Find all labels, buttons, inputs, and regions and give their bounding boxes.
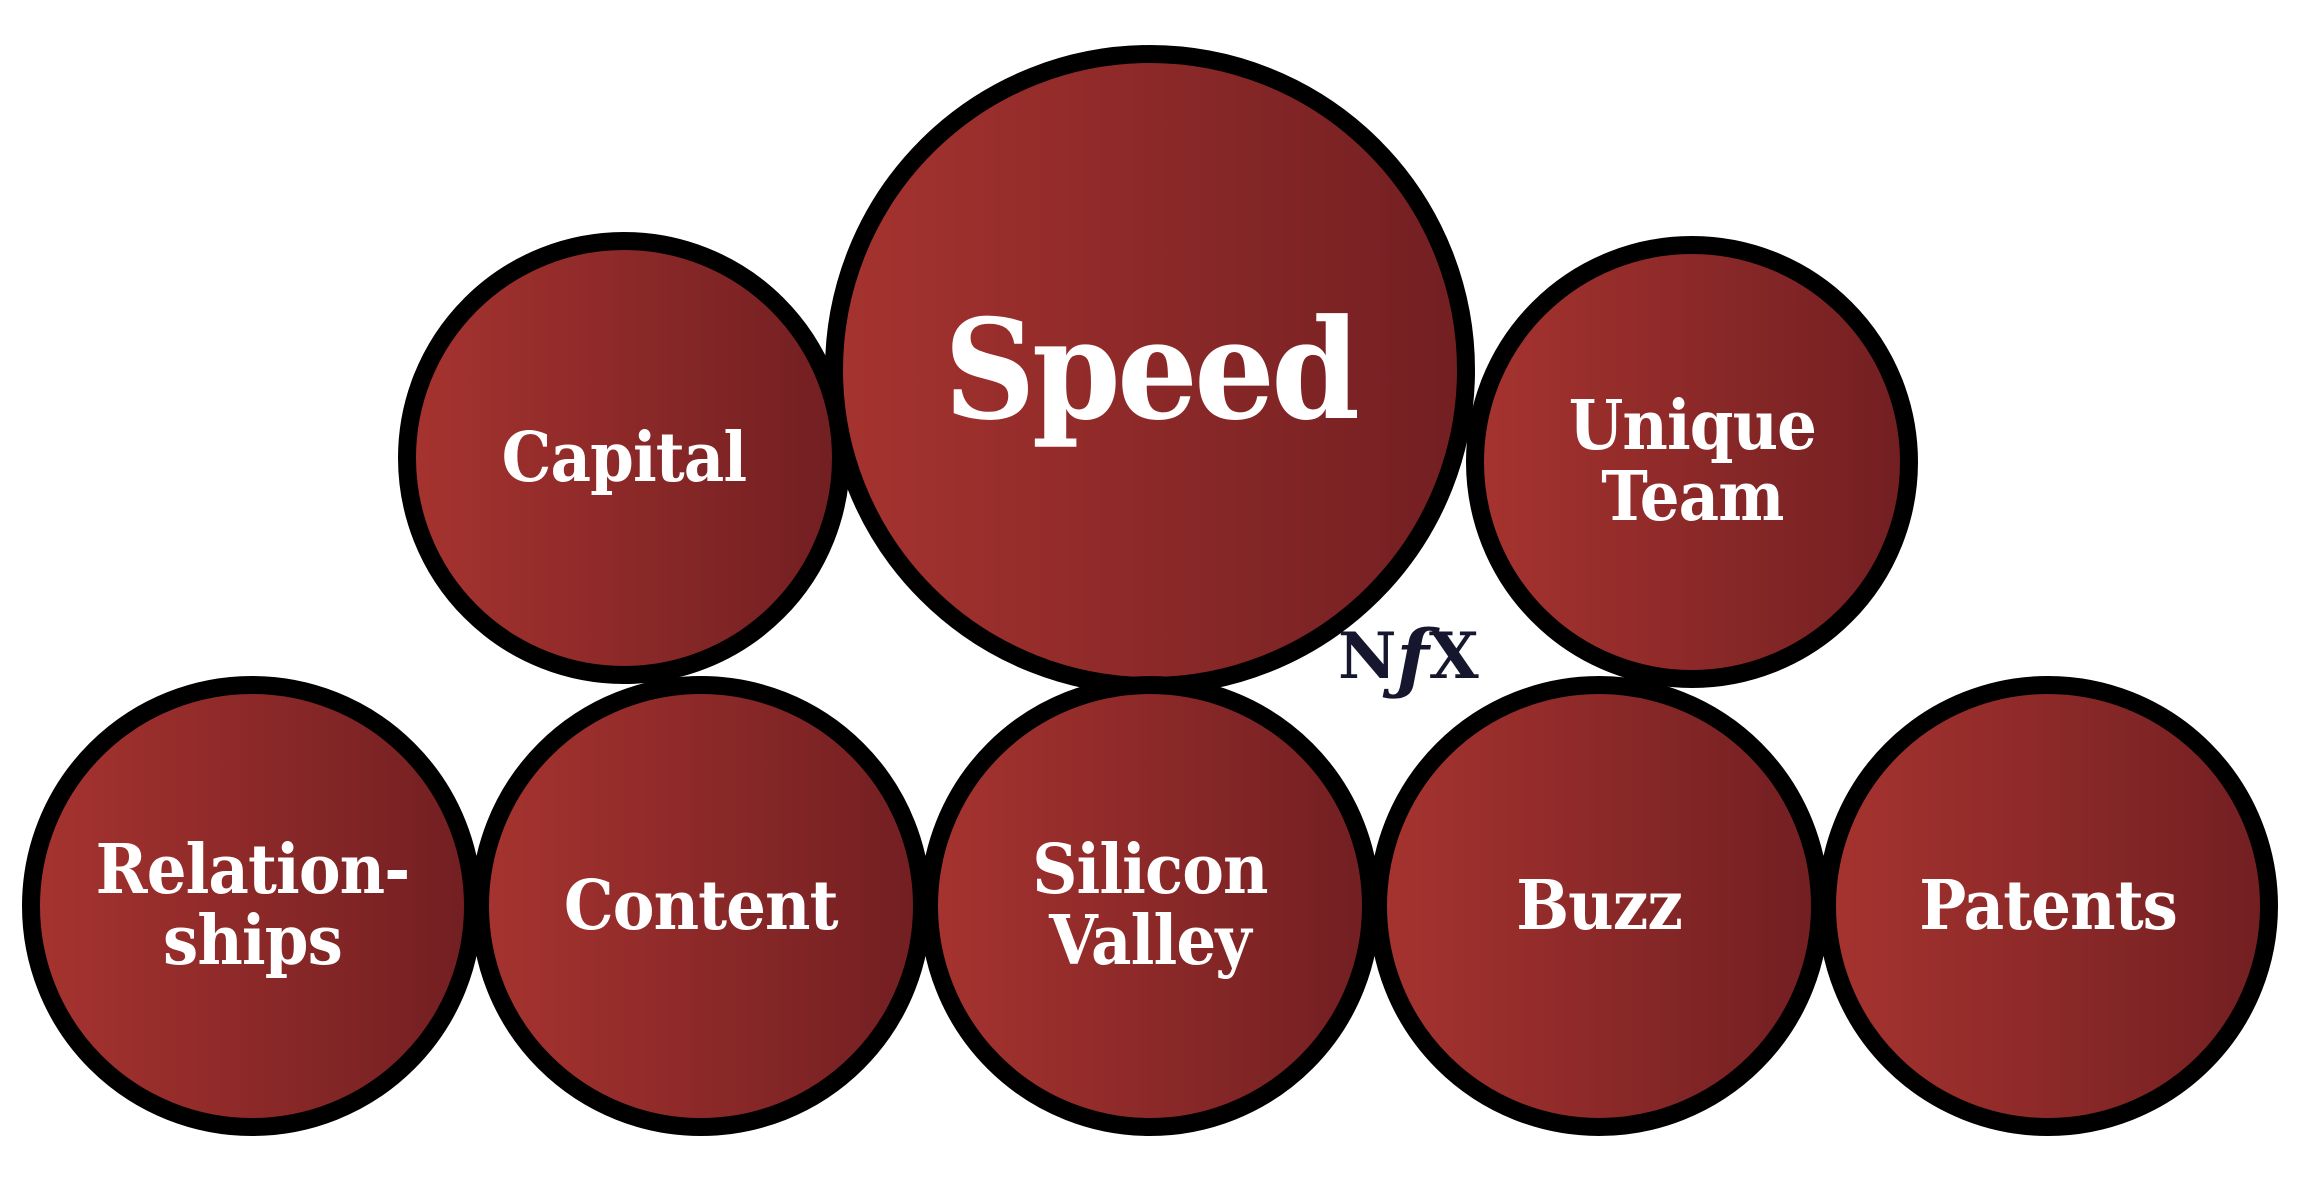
circle-content-label: Content bbox=[564, 865, 839, 946]
circle-unique-team: Unique Team bbox=[1466, 236, 1918, 688]
circle-buzz: Buzz bbox=[1369, 676, 1829, 1136]
nfx-logo: NƒX bbox=[1338, 620, 1479, 696]
nfx-logo-florin: ƒ bbox=[1396, 613, 1429, 702]
circle-unique-team-label: Unique Team bbox=[1568, 386, 1816, 537]
circle-silicon-valley-label: Silicon Valley bbox=[1032, 830, 1268, 981]
circle-buzz-label: Buzz bbox=[1516, 865, 1683, 946]
circle-patents: Patents bbox=[1818, 676, 2278, 1136]
circle-capital: Capital bbox=[398, 232, 850, 684]
circle-capital-label: Capital bbox=[501, 417, 748, 498]
nfx-logo-n: N bbox=[1338, 618, 1397, 694]
circle-speed-label: Speed bbox=[943, 288, 1360, 452]
circle-silicon-valley: Silicon Valley bbox=[920, 676, 1380, 1136]
circle-relationships-label: Relation- ships bbox=[95, 830, 410, 981]
circle-patents-label: Patents bbox=[1919, 865, 2178, 946]
circle-relationships: Relation- ships bbox=[22, 676, 482, 1136]
circle-speed: Speed bbox=[825, 45, 1475, 695]
nfx-logo-x: X bbox=[1428, 618, 1479, 694]
circle-content: Content bbox=[471, 676, 931, 1136]
